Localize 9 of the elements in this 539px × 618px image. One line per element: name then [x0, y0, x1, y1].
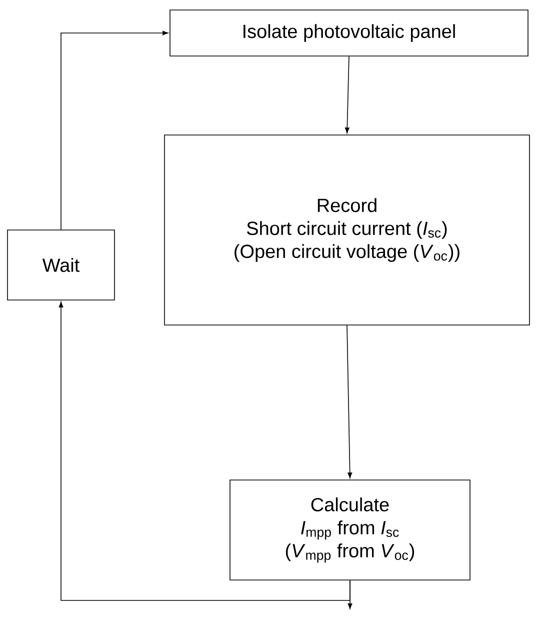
arrow — [346, 325, 352, 478]
process-box: Record Short circuit current (I$_{sc}$) (Open circuit voltage (V$_{oc}$)) — [164, 134, 530, 326]
arrow — [58, 302, 350, 601]
process-box: Isolate photovoltaic panel — [170, 10, 528, 56]
arrow — [60, 30, 168, 230]
arrow — [348, 580, 352, 610]
arrow — [344, 56, 350, 134]
process-box: Calculate I$_{mpp}$ from I$_{sc}$ (V$_{mpp}$ from V$_{oc}$) — [230, 480, 470, 580]
process-box: Wait — [7, 230, 115, 300]
